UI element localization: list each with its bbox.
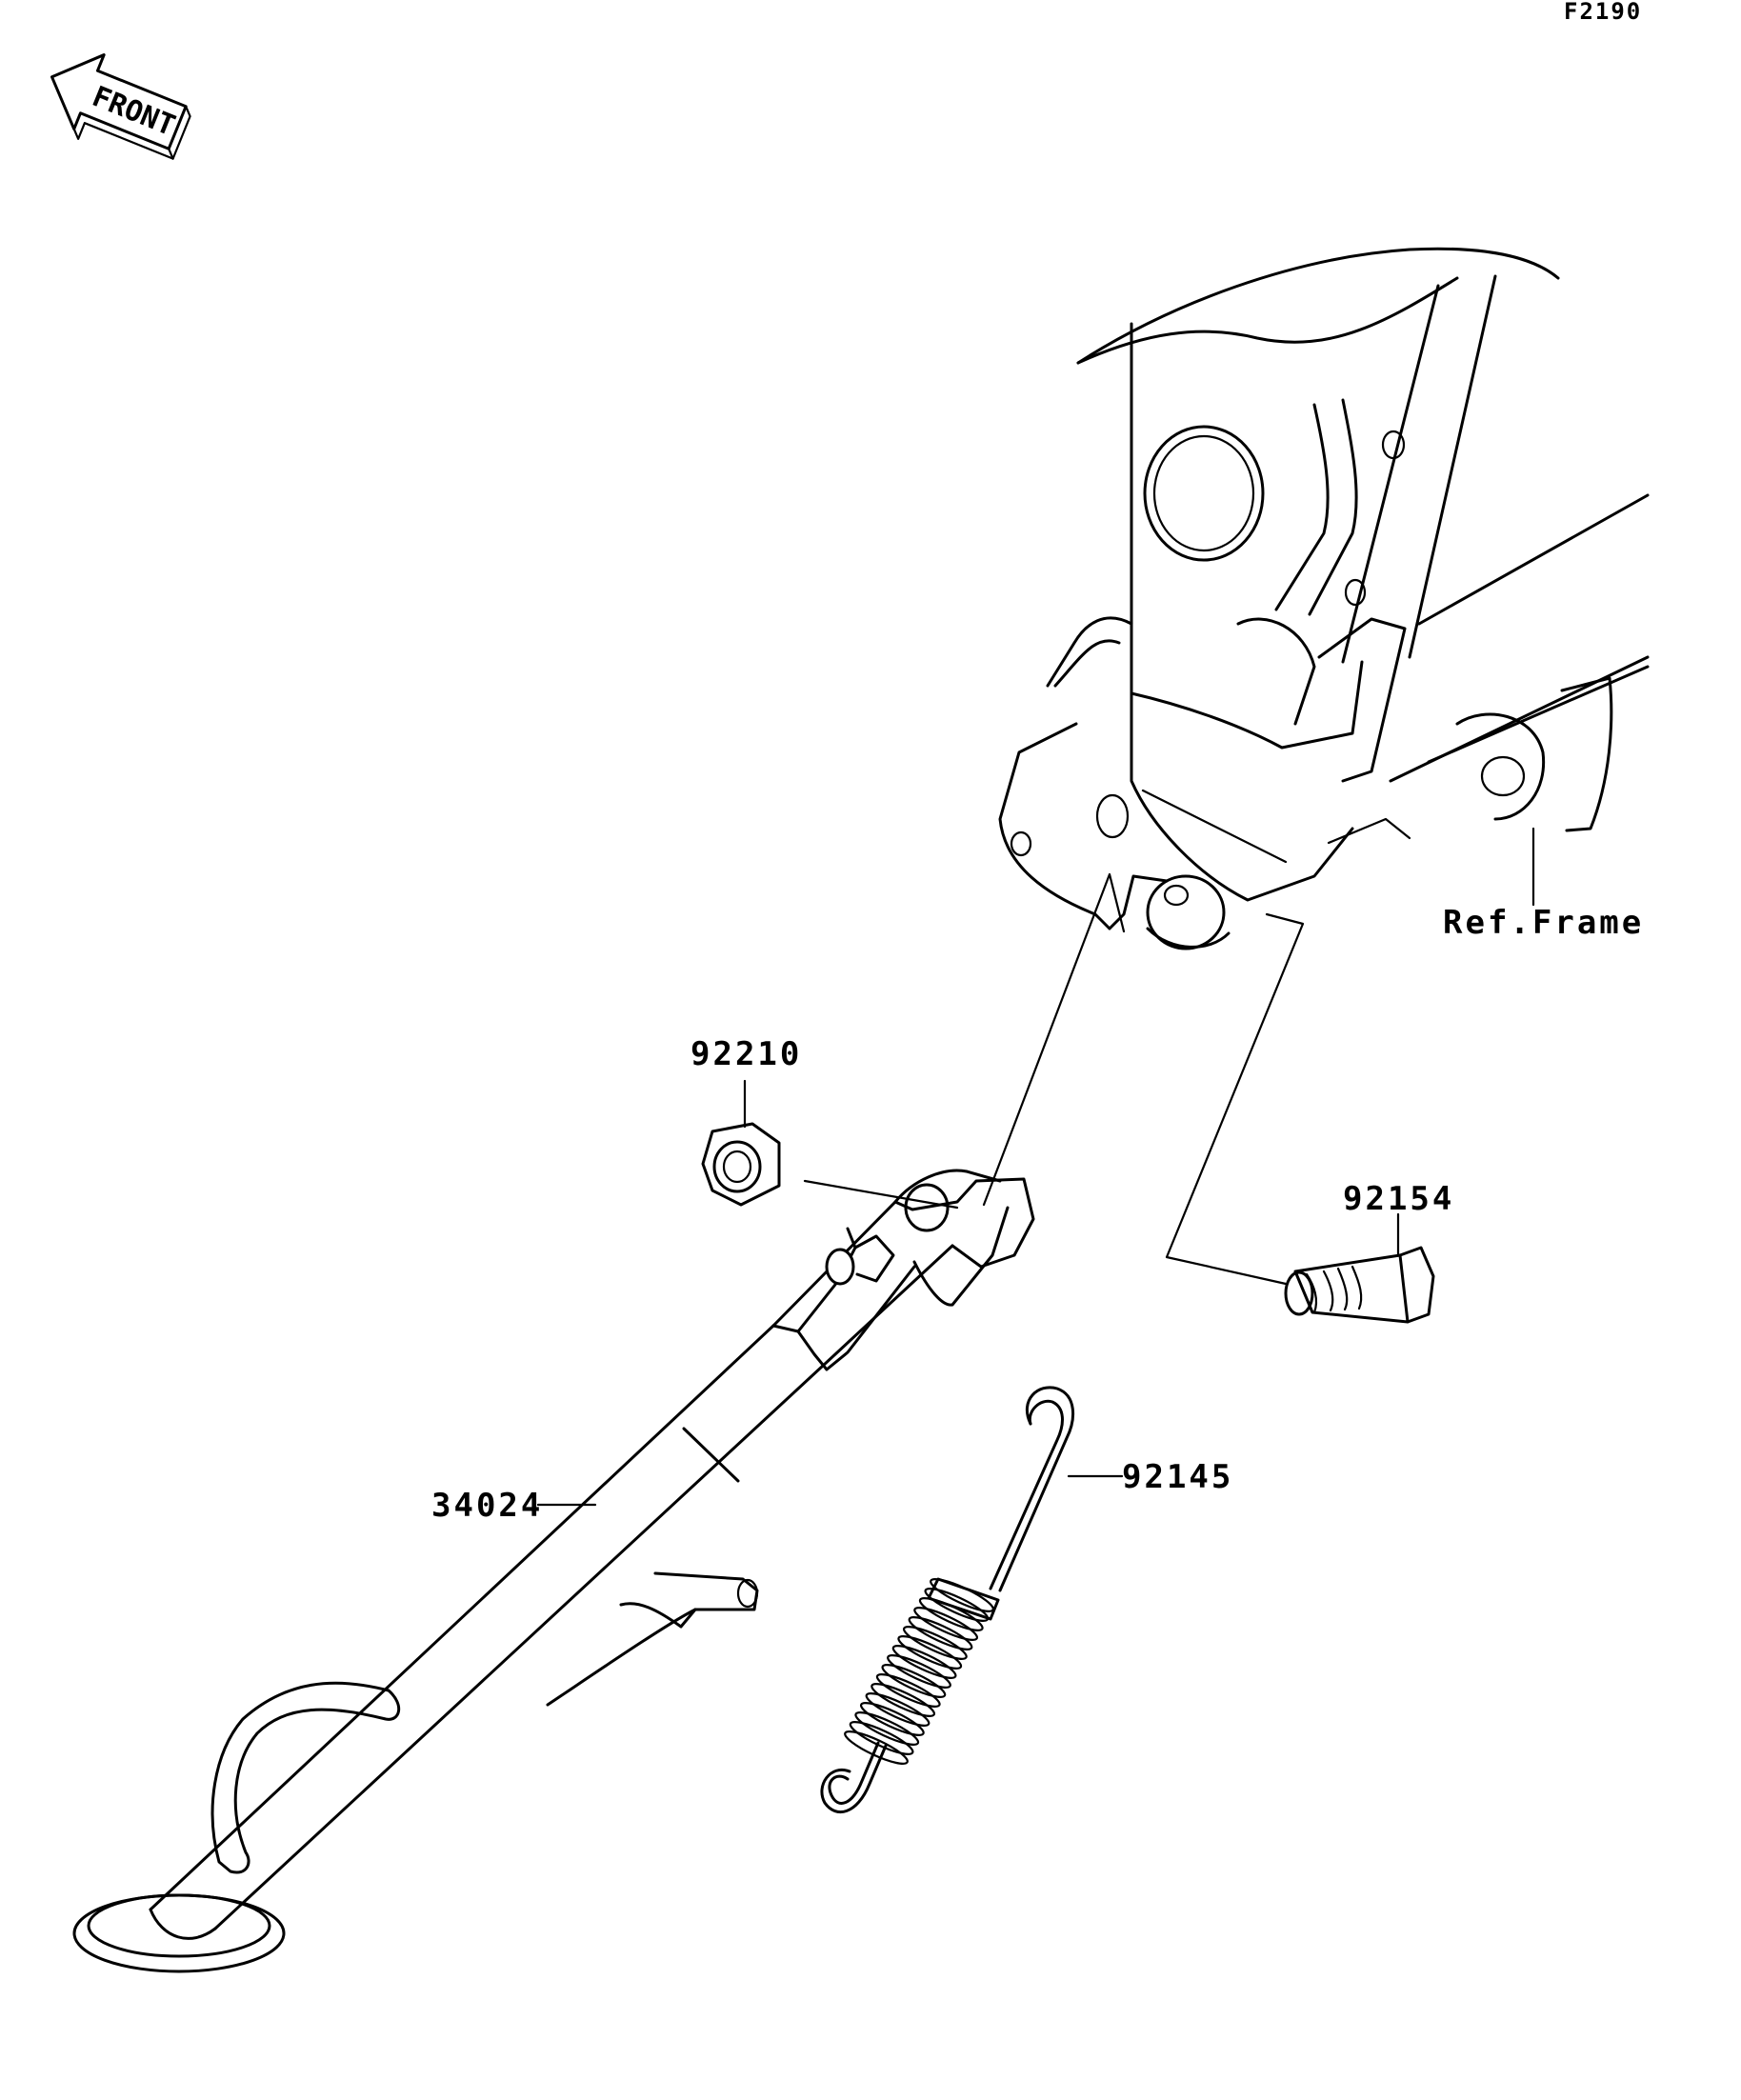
nut-icon [701,1122,781,1207]
bolt-icon [1284,1246,1435,1324]
bolt-label: 92154 [1343,1180,1454,1218]
spring-coil [930,1578,994,1612]
spring-coil [908,1616,973,1650]
spring-coil [918,1597,984,1631]
side-stand-drawing [72,1169,1035,1973]
side-stand-label: 34024 [431,1487,543,1525]
front-arrow-icon: FRONT [50,53,191,160]
frame-ref-label: Ref.Frame [1443,904,1644,942]
spring-coil [887,1654,951,1689]
spring-icon [820,1386,1075,1813]
figure-code: F2190 [1564,0,1642,25]
spring-coil [854,1711,920,1746]
spring-coil [870,1683,936,1717]
spring-coil [902,1626,968,1660]
assembly-guide-lines [803,872,1305,1286]
spring-coil [924,1588,990,1622]
spring-coil [865,1692,931,1727]
nut-label: 92210 [690,1035,802,1073]
spring-coil [897,1635,963,1670]
spring-coil [891,1645,957,1679]
spring-coil [881,1664,947,1698]
spring-coil [913,1607,979,1641]
spring-coil [875,1673,941,1708]
frame-drawing [998,247,1650,950]
spring-coil [859,1702,925,1736]
spring-label: 92145 [1122,1458,1233,1496]
